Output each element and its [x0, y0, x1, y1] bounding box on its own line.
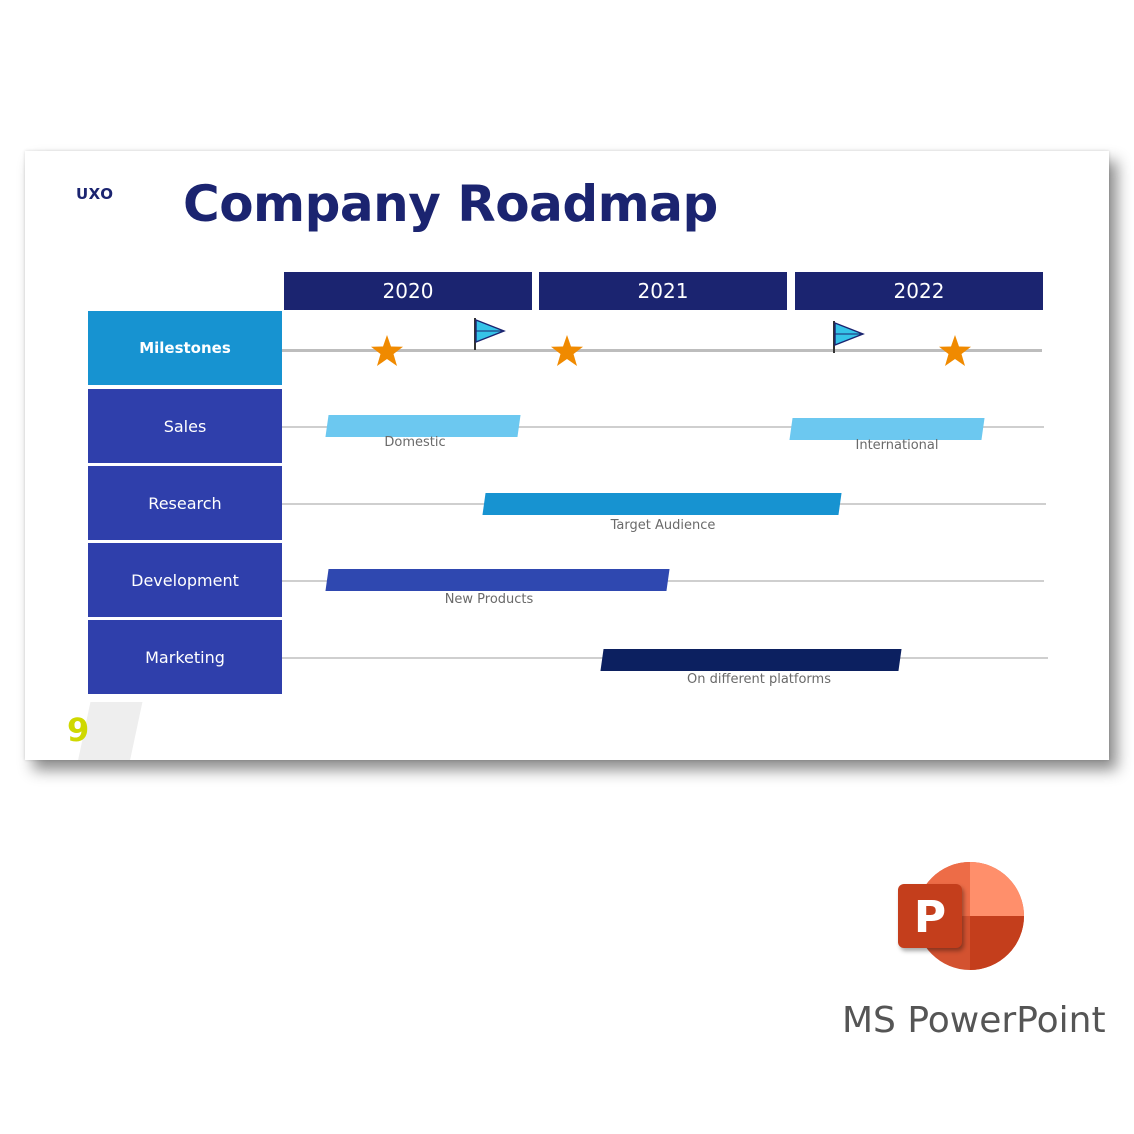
sales-bar-domestic-label: Domestic	[384, 435, 446, 450]
development-bar-new-products	[325, 569, 670, 591]
milestone-flag-icon	[474, 318, 506, 350]
row-label-marketing: Marketing	[88, 620, 282, 694]
research-bar-target-audience-label: Target Audience	[610, 518, 716, 533]
development-bar-new-products-label: New Products	[444, 592, 534, 607]
marketing-bar-on-different-platforms	[600, 649, 902, 671]
year-header-2020: 2020	[284, 272, 532, 310]
milestone-star-icon	[551, 335, 583, 366]
row-label-milestones: Milestones	[88, 311, 282, 385]
milestones-timeline	[282, 349, 1042, 352]
row-label-sales: Sales	[88, 389, 282, 463]
sales-bar-international-label: International	[855, 438, 939, 453]
slide: UXO Company Roadmap 2020 2021 2022 Miles…	[25, 151, 1109, 760]
year-header-2022: 2022	[795, 272, 1043, 310]
page-number: 9	[67, 711, 90, 749]
marketing-bar-on-different-platforms-label: On different platforms	[687, 672, 831, 687]
powerpoint-logo-icon: P	[898, 862, 1024, 970]
row-label-development: Development	[88, 543, 282, 617]
milestone-flag-icon	[833, 321, 865, 353]
app-caption: MS PowerPoint	[842, 1000, 1106, 1041]
milestone-star-icon	[371, 335, 403, 366]
milestone-star-icon	[939, 335, 971, 366]
row-label-research: Research	[88, 466, 282, 540]
slide-title: Company Roadmap	[183, 175, 718, 233]
powerpoint-logo-letter: P	[914, 892, 946, 943]
brand-logo: UXO	[76, 185, 114, 203]
sales-bar-international	[789, 418, 985, 440]
year-header-2021: 2021	[539, 272, 787, 310]
research-bar-target-audience	[482, 493, 842, 515]
sales-timeline	[282, 426, 1044, 428]
sales-bar-domestic	[325, 415, 521, 437]
